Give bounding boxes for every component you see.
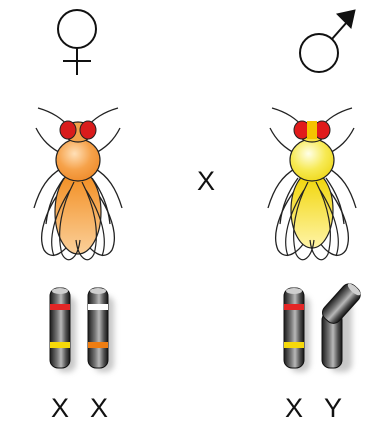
male-symbol-icon	[300, 10, 355, 72]
fruit-fly-orange-icon	[34, 108, 122, 260]
fruit-fly-yellow-icon	[268, 108, 356, 260]
chromosome-label-female-2: X	[90, 393, 108, 423]
chromosome-label-female-1: X	[51, 393, 69, 423]
cross-symbol: X	[197, 166, 215, 196]
chromosome-label-male-2: Y	[324, 393, 342, 423]
chromosome-label-male-1: X	[285, 393, 303, 423]
chromosome-x-female-1	[50, 288, 70, 368]
female-symbol-icon	[58, 10, 96, 75]
chromosome-y-male	[319, 281, 363, 368]
chromosome-x-female-2	[88, 288, 108, 368]
chromosome-x-male	[284, 288, 304, 368]
